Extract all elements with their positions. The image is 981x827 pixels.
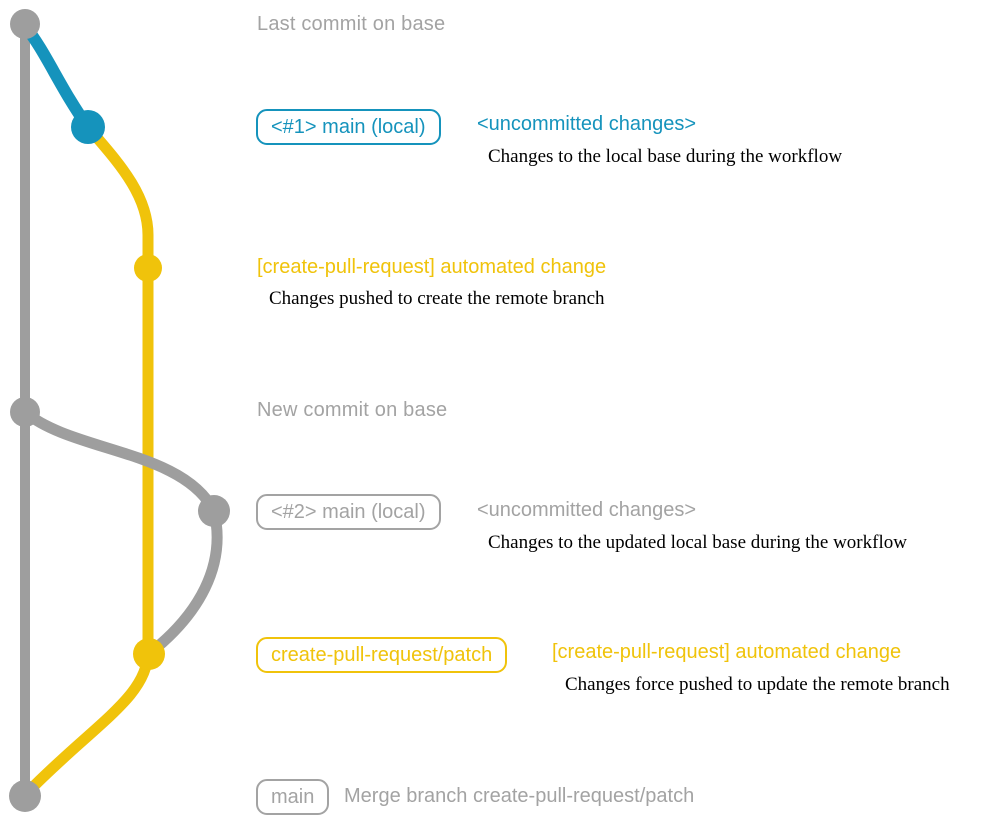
caption-automated-2: Changes force pushed to update the remot…	[565, 674, 950, 695]
commit-message-merge: Merge branch create-pull-request/patch	[344, 785, 695, 807]
commit-dot-local-main-2	[198, 495, 230, 527]
updated-local-main-branch-curve	[19, 406, 223, 659]
label-last-commit-on-base: Last commit on base	[257, 13, 446, 35]
caption-automated-1: Changes pushed to create the remote bran…	[269, 288, 605, 309]
commit-dot-automated-change-2	[133, 638, 165, 670]
commit-dot-local-main-1	[71, 110, 105, 144]
commit-message-uncommitted-2: <uncommitted changes>	[477, 499, 697, 521]
local-main-branch-curve	[19, 20, 94, 133]
branch-tag-create-pull-request-patch: create-pull-request/patch	[256, 637, 508, 673]
branch-tag-main-local-1: <#1> main (local)	[256, 109, 441, 145]
commit-dot-merge	[9, 780, 41, 812]
commit-dot-new-commit-on-base	[10, 397, 40, 427]
commit-dot-automated-change-1	[134, 254, 162, 282]
branch-tag-main-local-2: <#2> main (local)	[256, 494, 441, 530]
commit-dot-last-commit-on-base	[10, 9, 40, 39]
caption-uncommitted-2: Changes to the updated local base during…	[488, 532, 907, 553]
commit-message-automated-1: [create-pull-request] automated change	[257, 256, 607, 278]
commit-message-uncommitted-1: <uncommitted changes>	[477, 113, 697, 135]
label-new-commit-on-base: New commit on base	[257, 399, 448, 421]
caption-uncommitted-1: Changes to the local base during the wor…	[488, 146, 843, 167]
branch-tag-main: main	[256, 779, 330, 815]
commit-message-automated-2: [create-pull-request] automated change	[552, 641, 902, 663]
